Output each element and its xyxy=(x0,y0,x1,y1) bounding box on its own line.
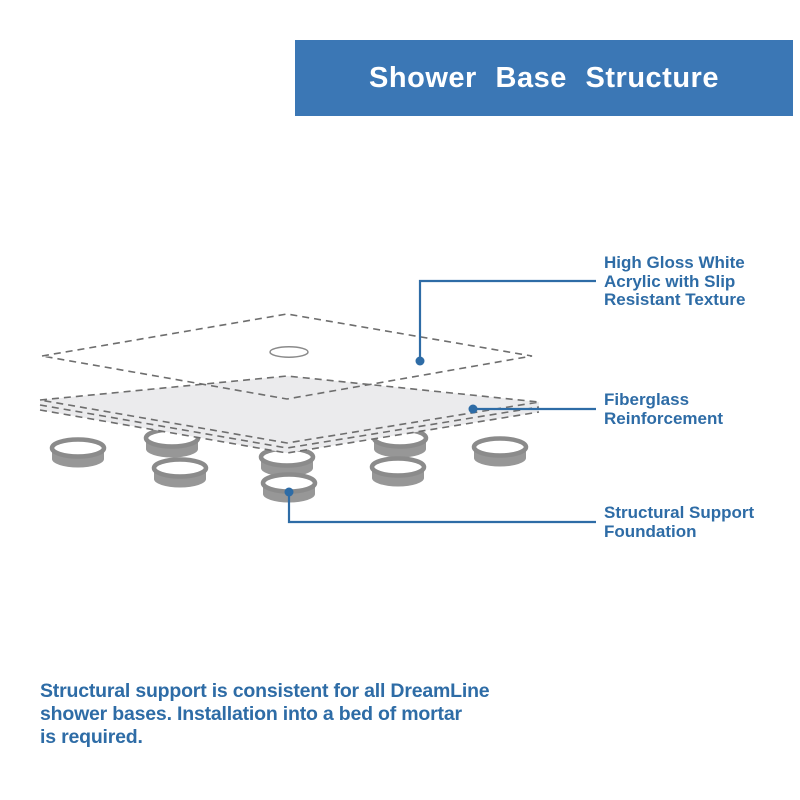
footnote: Structural support is consistent for all… xyxy=(40,680,490,749)
support-ring xyxy=(372,459,424,487)
label-line: High Gloss White xyxy=(604,253,745,272)
callout-dot-fiberglass xyxy=(468,404,478,414)
footnote-line: shower bases. Installation into a bed of… xyxy=(40,703,462,725)
callout-line-acrylic xyxy=(418,279,596,361)
footnote-line: Structural support is consistent for all… xyxy=(40,680,490,702)
support-ring xyxy=(154,460,206,488)
acrylic-layer xyxy=(41,313,533,400)
support-ring xyxy=(474,439,526,467)
fiberglass-slab-bottom-outline xyxy=(39,409,540,454)
label-line: Resistant Texture xyxy=(604,290,746,309)
fiberglass-slab-top-outline xyxy=(39,375,540,444)
callout-dot-foundation xyxy=(284,487,294,497)
label-line: Structural Support xyxy=(604,503,755,522)
label-fiberglass-layer: Fiberglass Reinforcement xyxy=(604,390,724,428)
label-support-foundation: Structural Support Foundation xyxy=(604,503,755,541)
callout-line-foundation xyxy=(287,492,596,524)
support-ring xyxy=(52,440,104,468)
footnote-line: is required. xyxy=(40,726,143,748)
header-bar: Shower Base Structure xyxy=(295,40,793,116)
page-title: Shower Base Structure xyxy=(369,61,719,94)
label-line: Reinforcement xyxy=(604,408,724,428)
label-acrylic-layer: High Gloss White Acrylic with Slip Resis… xyxy=(604,253,746,310)
fiberglass-layer xyxy=(39,375,540,454)
callout-dot-acrylic xyxy=(415,356,425,366)
label-line: Fiberglass xyxy=(604,390,690,409)
drain-ellipse xyxy=(269,346,309,358)
acrylic-layer-outline xyxy=(41,313,533,400)
fiberglass-slab-fill xyxy=(40,376,539,453)
callout-lines xyxy=(284,279,596,524)
fiberglass-slab-thickness-line xyxy=(39,404,540,449)
label-line: Acrylic with Slip xyxy=(604,271,736,291)
label-line: Foundation xyxy=(604,521,697,541)
